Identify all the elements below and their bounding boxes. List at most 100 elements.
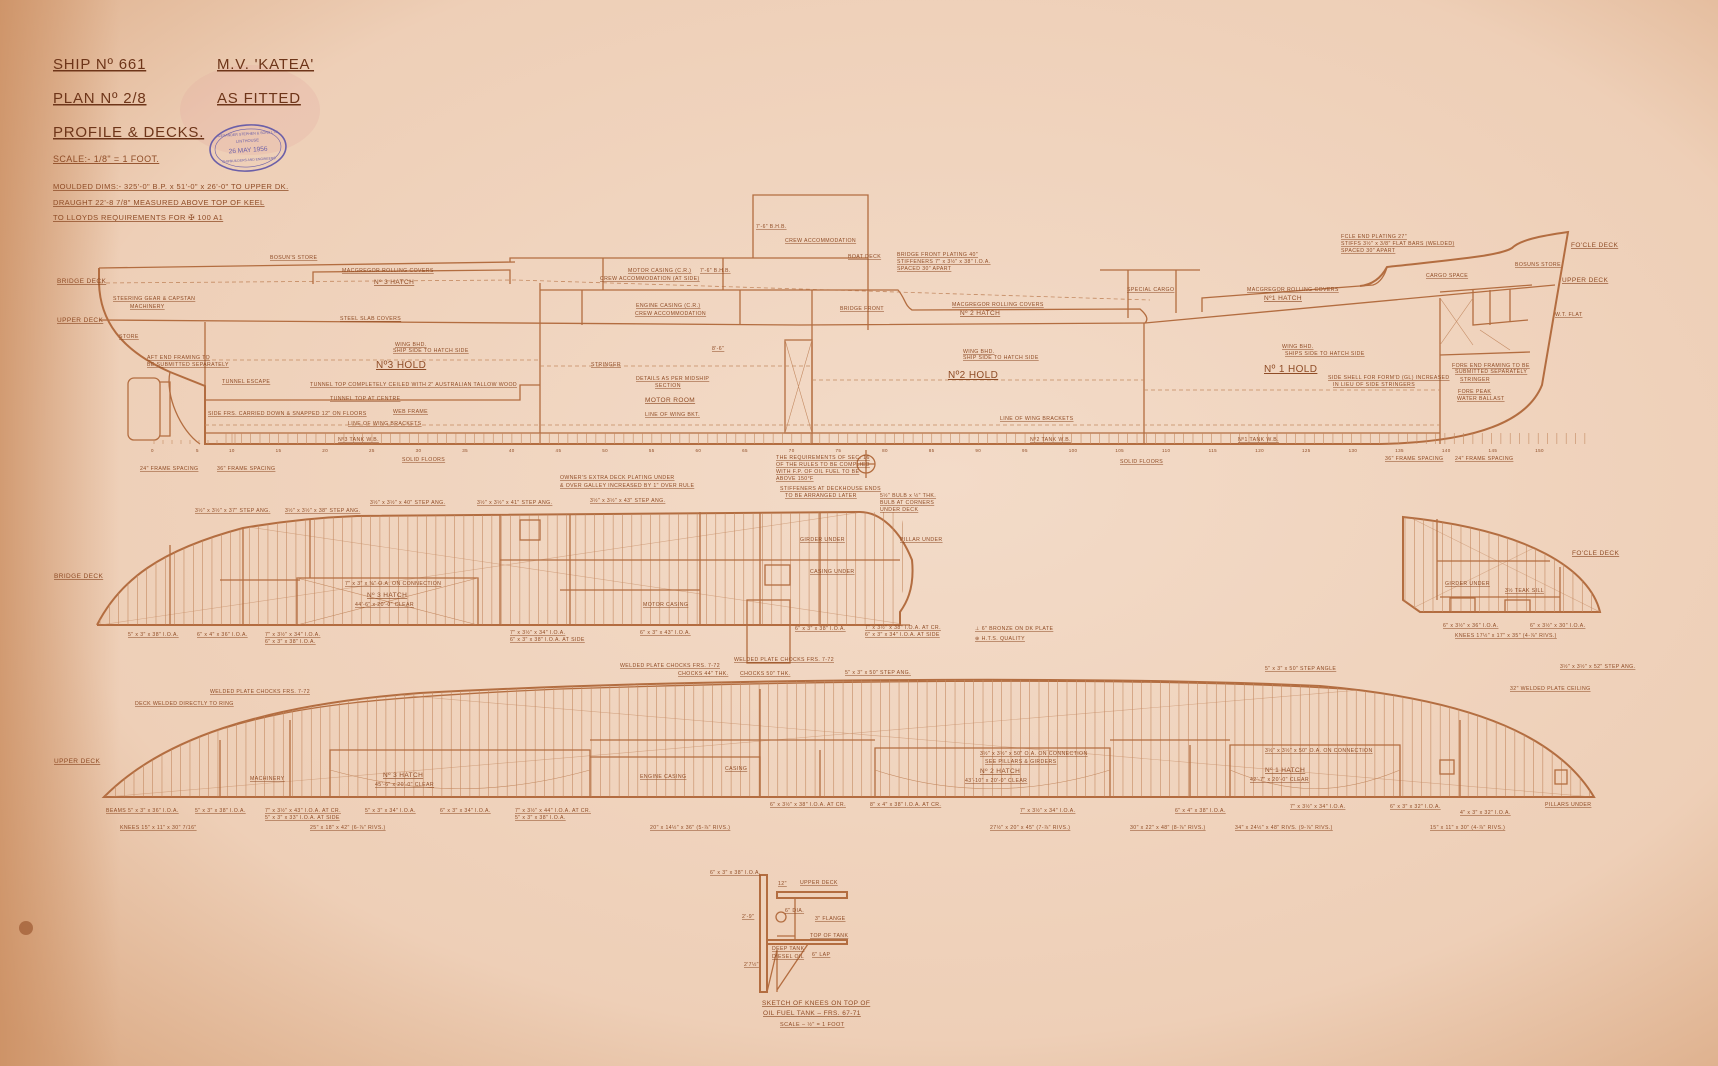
frame-number: 50 <box>602 448 608 453</box>
frame-number: 100 <box>1069 448 1078 453</box>
plan-number: PLAN Nº 2/8 <box>53 90 146 107</box>
drawing-label: 6" x 3" x 38" I.O.A. <box>795 626 846 632</box>
plan-title: PROFILE & DECKS. <box>53 124 204 141</box>
bridge-house <box>509 257 868 262</box>
drawing-label: 5" x 3" x 38" I.O.A. <box>128 632 179 638</box>
bridge-casing-below <box>746 599 791 664</box>
drawing-label: CREW ACCOMMODATION <box>785 238 856 244</box>
frame-number: 45 <box>556 448 562 453</box>
drawing-label: 3½" x 3½" x 40" STEP ANG. <box>370 499 445 506</box>
drawing-label: FCLE END PLATING 27" <box>1341 234 1407 240</box>
drawing-label: STORE <box>119 334 139 340</box>
frame-number: 40 <box>509 448 515 453</box>
drawing-label: TUNNEL ESCAPE <box>222 379 270 385</box>
drawing-label: LINE OF WING BRACKETS <box>348 421 422 427</box>
drawing-label: WING BHD. <box>963 349 995 355</box>
drawing-label: Nº 3 HATCH <box>367 592 407 599</box>
drawing-label: ⊥ 6" BRONZE ON DK PLATE <box>975 626 1053 632</box>
note-lloyds: TO LLOYDS REQUIREMENTS FOR ✠ 100 A1 <box>53 213 223 222</box>
drawing-label: SPECIAL CARGO <box>1127 287 1174 293</box>
drawing-label: MOTOR CASING (C.R.) <box>628 268 691 274</box>
drawing-label: SEE PILLARS & GIRDERS <box>985 759 1057 765</box>
drawing-label: STRINGER <box>591 362 621 368</box>
drawing-label: 6" x 3½" x 36" I.O.A. <box>1443 622 1498 629</box>
drawing-label: BE SUBMITTED SEPARATELY <box>147 362 229 368</box>
drawing-label: 27½" x 20" x 45" (7-⅞" RIVS.) <box>990 824 1070 831</box>
drawing-label: 34" x 24½" x 48" RIVS. (9-⅞" RIVS.) <box>1235 824 1333 831</box>
upper-hatch1 <box>1229 744 1401 797</box>
upper-hatch2 <box>874 747 1111 797</box>
drawing-label: MACGREGOR ROLLING COVERS <box>1247 287 1339 293</box>
drawing-label: 5" x 3" x 38" I.O.A. <box>195 808 246 814</box>
drawing-label: 6" x 3" x 43" I.O.A. <box>640 630 691 636</box>
note-moulded-dims: MOULDED DIMS:- 325'-0" B.P. x 51'-0" x 2… <box>53 182 289 191</box>
frame-number: 5 <box>196 448 199 453</box>
drawing-label: WATER BALLAST <box>1457 396 1505 402</box>
frame-number: 85 <box>929 448 935 453</box>
drawing-label: CASING UNDER <box>810 569 855 575</box>
frame-number: 35 <box>462 448 468 453</box>
drawing-label: TUNNEL TOP AT CENTRE <box>330 396 401 402</box>
drawing-label: 7" x 3" x ⅜" O.A. ON CONNECTION <box>345 581 441 587</box>
note-draught: DRAUGHT 22'-8 7/8" MEASURED ABOVE TOP OF… <box>53 198 265 207</box>
drawing-label: SPACED 30" APART <box>897 266 952 272</box>
drawing-label: GIRDER UNDER <box>800 537 845 543</box>
frame-number: 125 <box>1302 448 1311 453</box>
frame-number: 75 <box>835 448 841 453</box>
drawing-label: STEEL SLAB COVERS <box>340 316 401 322</box>
drawing-label: 6" x 3" x 38" I.O.A. AT SIDE <box>510 637 585 643</box>
drawing-label: 7" x 3½" x 34" I.O.A. <box>265 631 320 638</box>
drawing-label: WING BHD. <box>395 342 427 348</box>
drawing-label: 36" FRAME SPACING <box>217 466 275 472</box>
drawing-label: 3½" x 3½" x 38" STEP ANG. <box>285 507 360 514</box>
tunnel-top <box>205 384 540 401</box>
drawing-label: 36" FRAME SPACING <box>1385 456 1443 462</box>
drawing-label: SOLID FLOORS <box>402 457 445 463</box>
frame-number: 60 <box>696 448 702 453</box>
drawing-label: 3½" x 3½" x 37" STEP ANG. <box>195 507 270 514</box>
drawing-label: 7" x 3½" x 44" I.O.A. AT CR. <box>515 807 591 814</box>
drawing-label: 3½" x 3½" x 41" STEP ANG. <box>477 499 552 506</box>
drawing-label: MOTOR CASING <box>643 602 688 608</box>
drawing-label: GIRDER UNDER <box>1445 581 1490 587</box>
drawing-label: TUNNEL TOP COMPLETELY CEILED WITH 2" AUS… <box>310 382 517 388</box>
frame-number: 65 <box>742 448 748 453</box>
drawing-label: 3½" x 3½" x 52" STEP ANG. <box>1560 663 1635 670</box>
svg-text:ALEXANDER STEPHEN & SONS LTD: ALEXANDER STEPHEN & SONS LTD <box>216 130 278 138</box>
drawing-label: SUBMITTED SEPARATELY <box>1455 369 1527 375</box>
drawing-label: BRIDGE FRONT <box>840 306 884 312</box>
frame-number: 70 <box>789 448 795 453</box>
drawing-label: Nº3 HOLD <box>376 360 426 371</box>
drawing-label: 5" x 3" x 34" I.O.A. <box>365 808 416 814</box>
drawing-label: SHIP SIDE TO HATCH SIDE <box>963 355 1039 361</box>
ship-number: SHIP Nº 661 <box>53 56 146 73</box>
drawing-label: 7'-6" B.H.B. <box>700 268 731 274</box>
drawing-label: BOSUNS STORE <box>1515 262 1561 268</box>
drawing-label: Nº2 HOLD <box>948 370 998 381</box>
drawing-label: DEEP TANK <box>772 946 805 952</box>
drawing-label: 6" x 3" x 38" I.O.A. <box>710 870 761 876</box>
drawing-label: PILLAR UNDER <box>900 537 943 543</box>
drawing-label: SIDE SHELL FOR FORM'D (GL) INCREASED <box>1328 375 1450 381</box>
bulwark-line <box>98 261 516 269</box>
drawing-label: Nº1 HATCH <box>1264 295 1302 302</box>
drawing-label: WEB FRAME <box>393 409 428 415</box>
drawing-label: 5" x 3" x 50" STEP ANG. <box>845 670 911 676</box>
drawing-label: 6" x 3" x 38" I.O.A. <box>265 639 316 645</box>
hull-outline <box>98 230 1570 445</box>
drawing-label: 25" x 18" x 42" (6-⅞" RIVS.) <box>310 825 386 831</box>
drawing-label: 7" x 3½" x 38" I.O.A. AT CR. <box>865 624 941 631</box>
drawing-label: MOTOR ROOM <box>645 397 695 404</box>
drawing-label: 6" x 3" x 34" I.O.A. <box>440 808 491 814</box>
drawing-label: KNEES 15" x 11" x 30" 7/16" <box>120 825 197 831</box>
hatch1-coaming <box>1201 266 1388 312</box>
drawing-label: MACGREGOR ROLLING COVERS <box>952 302 1044 308</box>
drawing-label: UNDER DECK <box>880 507 918 513</box>
drawing-label: MACHINERY <box>130 304 165 310</box>
drawing-label: Nº 2 HATCH <box>980 768 1020 775</box>
bridge-hatch3 <box>296 577 479 625</box>
drawing-label: 32" WELDED PLATE CEILING <box>1510 686 1591 692</box>
drawing-label: DECK WELDED DIRECTLY TO RING <box>135 701 234 707</box>
